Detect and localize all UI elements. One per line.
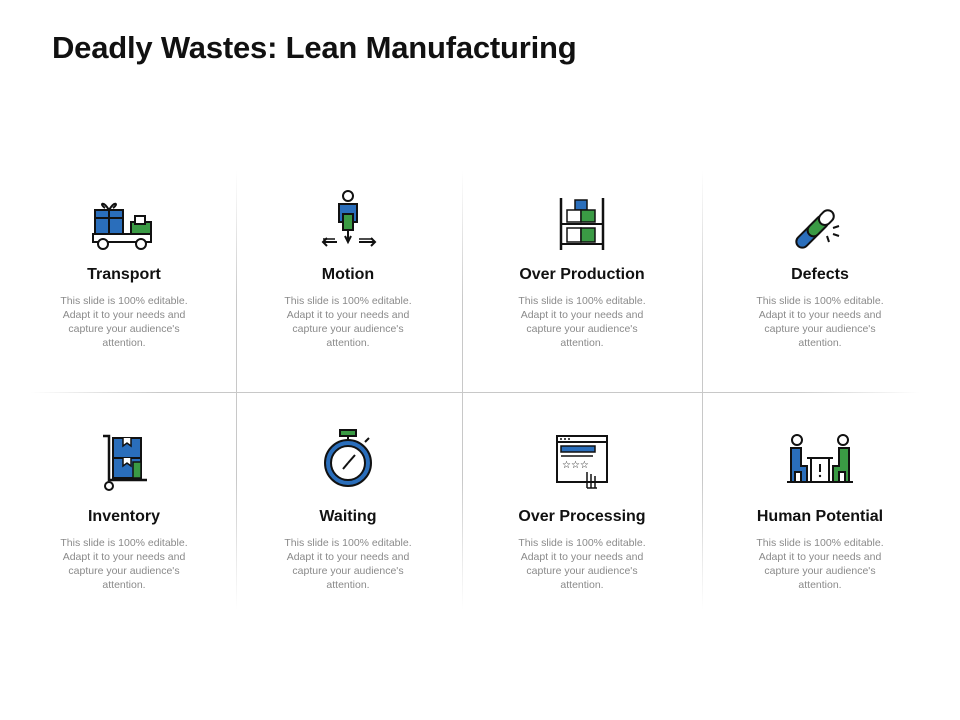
svg-text:☆☆☆: ☆☆☆ xyxy=(562,460,589,471)
waste-card-defects: Defects This slide is 100% editable. Ada… xyxy=(730,190,910,360)
grid-divider xyxy=(30,392,920,393)
grid-divider xyxy=(702,170,703,610)
waste-description: This slide is 100% editable. Adapt it to… xyxy=(756,295,884,349)
waste-label: Transport xyxy=(87,266,161,283)
waste-card-motion: Motion This slide is 100% editable. Adap… xyxy=(258,190,438,360)
waste-description: This slide is 100% editable. Adapt it to… xyxy=(60,537,188,591)
waste-card-human-potential: Human Potential This slide is 100% edita… xyxy=(730,428,910,598)
waste-description: This slide is 100% editable. Adapt it to… xyxy=(518,537,646,591)
web-rating-icon: ☆☆☆ xyxy=(549,432,615,492)
waste-card-over-processing: ☆☆☆ Over Processing This slide is 100% e… xyxy=(492,428,672,598)
grid-divider xyxy=(236,170,237,610)
delivery-truck-icon xyxy=(91,196,157,256)
waste-card-over-production: Over Production This slide is 100% edita… xyxy=(492,190,672,360)
waste-label: Defects xyxy=(791,266,849,283)
waste-description: This slide is 100% editable. Adapt it to… xyxy=(756,537,884,591)
waste-card-waiting: Waiting This slide is 100% editable. Ada… xyxy=(258,428,438,598)
broken-chain-icon xyxy=(787,194,853,254)
waste-label: Human Potential xyxy=(756,508,884,525)
waste-label: Inventory xyxy=(87,508,160,525)
page-title: Deadly Wastes: Lean Manufacturing xyxy=(52,30,577,65)
waste-card-transport: Transport This slide is 100% editable. A… xyxy=(34,190,214,360)
waste-description: This slide is 100% editable. Adapt it to… xyxy=(518,295,646,349)
waste-label: Waiting xyxy=(319,508,377,525)
stacked-shelf-icon xyxy=(549,194,615,254)
waste-card-inventory: Inventory This slide is 100% editable. A… xyxy=(34,428,214,598)
waste-label: Motion xyxy=(321,266,375,283)
grid-divider xyxy=(462,170,463,610)
waste-description: This slide is 100% editable. Adapt it to… xyxy=(284,295,412,349)
waste-description: This slide is 100% editable. Adapt it to… xyxy=(284,537,412,591)
people-meeting-icon xyxy=(787,432,853,492)
waste-label: Over Production xyxy=(519,266,645,283)
waste-description: This slide is 100% editable. Adapt it to… xyxy=(60,295,188,349)
stopwatch-icon xyxy=(315,428,381,488)
person-motion-icon xyxy=(315,190,381,250)
waste-label: Over Processing xyxy=(518,508,646,525)
hand-truck-icon xyxy=(91,432,157,492)
